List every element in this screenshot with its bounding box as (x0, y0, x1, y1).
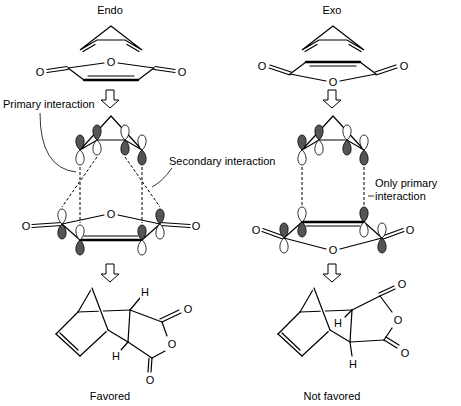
atom-label: O (177, 66, 188, 79)
outcome-label: Not favored (303, 390, 362, 403)
atom-label: H (111, 350, 121, 363)
atom-label: O (257, 60, 268, 73)
product-structures (56, 286, 399, 372)
atom-label: O (393, 314, 404, 327)
reaction-arrows (101, 90, 341, 282)
atom-label: O (106, 208, 117, 221)
reagent-structures (47, 26, 397, 81)
column-heading: Exo (322, 4, 343, 17)
interaction-callout: Primary interaction (2, 98, 96, 111)
atom-label: O (397, 278, 408, 291)
atom-label: H (333, 317, 343, 330)
orbital-frameworks (32, 116, 404, 249)
atom-label: O (251, 224, 262, 237)
atom-label: O (328, 244, 339, 257)
leader-lines (40, 113, 376, 196)
atom-label: O (145, 374, 156, 387)
atom-label: O (21, 220, 32, 233)
atom-label: O (405, 224, 416, 237)
atom-label: O (328, 76, 339, 89)
interaction-callout: Secondary interaction (168, 155, 276, 168)
atom-label: H (348, 358, 358, 371)
column-heading: Endo (96, 4, 124, 17)
outcome-label: Favored (89, 390, 131, 403)
atom-label: O (183, 303, 194, 316)
atom-label: O (106, 56, 117, 69)
atom-label: O (167, 338, 178, 351)
interaction-callout: Only primary interaction (374, 177, 458, 203)
atom-label: O (399, 60, 410, 73)
atom-label: O (191, 220, 202, 233)
atom-label: H (140, 286, 150, 299)
atom-label: O (400, 347, 411, 360)
p-orbitals (58, 125, 386, 255)
atom-label: O (35, 66, 46, 79)
